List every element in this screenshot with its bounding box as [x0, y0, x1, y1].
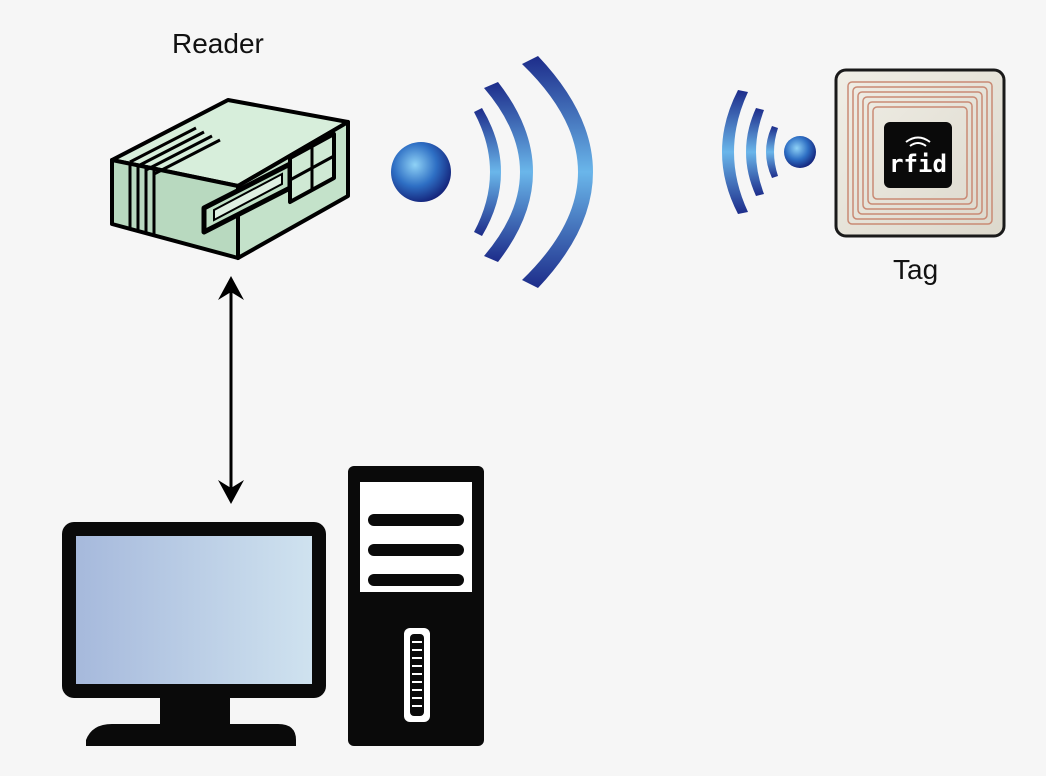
chip-wireless-icon	[905, 136, 931, 147]
reader-signal-emitter	[391, 142, 451, 202]
reader-label: Reader	[172, 28, 264, 59]
reader-device	[110, 98, 350, 260]
tag-signal-emitter	[784, 136, 816, 168]
rfid-tag: rfid	[834, 68, 1006, 238]
tag-chip-text: rfid	[889, 150, 947, 178]
tag-label: Tag	[893, 254, 939, 285]
computer-monitor	[62, 522, 326, 746]
tag-antenna-coil	[847, 81, 993, 225]
tag-chip	[884, 122, 952, 188]
reader-signal-waves	[391, 56, 593, 288]
reader-computer-link-arrow	[218, 276, 244, 504]
monitor-screen	[76, 536, 312, 684]
computer-tower	[348, 466, 484, 746]
tag-signal-waves	[722, 90, 816, 214]
